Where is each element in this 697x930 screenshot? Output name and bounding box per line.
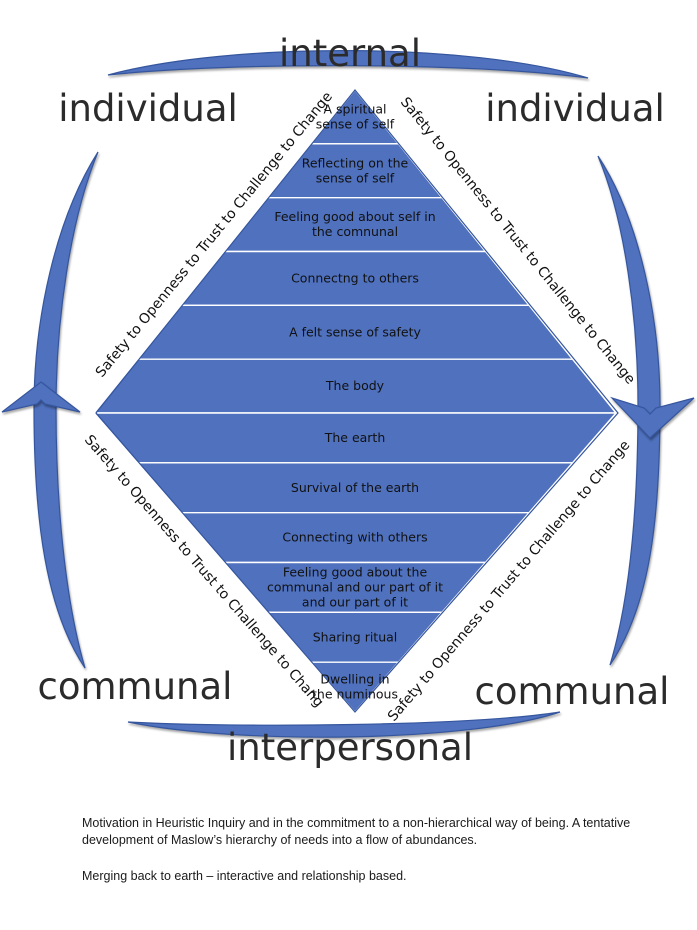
label-internal: internal xyxy=(279,32,421,75)
upper-band-label-4: Connectng to others xyxy=(291,270,419,285)
label-communal-left: communal xyxy=(38,665,233,708)
lower-band-label-5: Sharing ritual xyxy=(313,629,398,644)
lower-band-label-2: Survival of the earth xyxy=(291,480,419,495)
lower-bands xyxy=(92,89,619,714)
lower-band-label-3: Connecting with others xyxy=(282,530,427,545)
top-arc xyxy=(107,50,589,79)
caption-note: Merging back to earth – interactive and … xyxy=(82,869,407,883)
label-communal-right: communal xyxy=(475,670,670,713)
lower-band-label-1: The earth xyxy=(324,430,386,445)
upper-band-label-6: The body xyxy=(325,378,385,393)
down-arrow-icon xyxy=(609,396,695,439)
left-arc xyxy=(33,151,99,669)
caption-description: Motivation in Heuristic Inquiry and in t… xyxy=(82,816,631,847)
up-arrow-icon xyxy=(1,381,81,413)
label-interpersonal: interpersonal xyxy=(227,726,473,769)
right-arc xyxy=(597,155,661,666)
upper-band-label-5: A felt sense of safety xyxy=(289,324,421,339)
diamond-outline xyxy=(95,89,619,713)
upper-bands xyxy=(92,88,618,414)
label-individual-right: individual xyxy=(485,87,665,130)
bottom-arc xyxy=(127,711,561,738)
label-individual-left: individual xyxy=(58,87,238,130)
